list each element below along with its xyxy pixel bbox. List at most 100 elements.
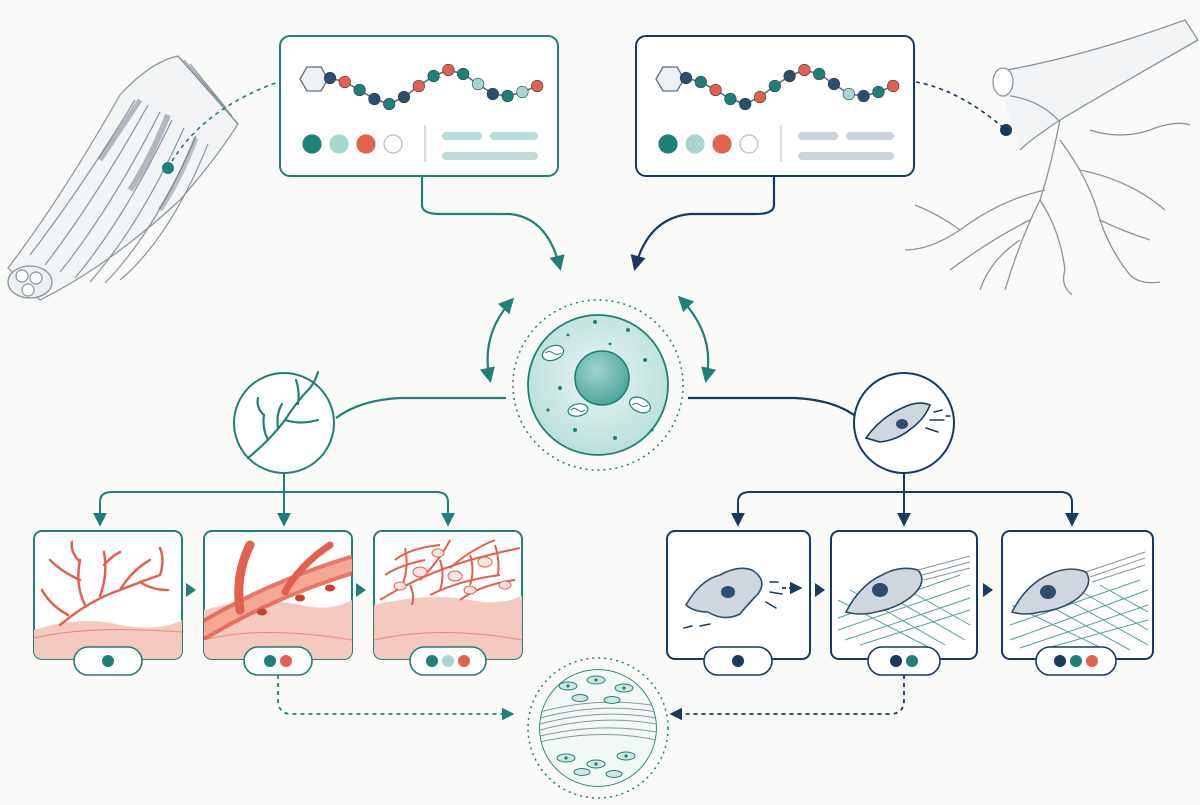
right-panel-to-cell-arrow [630,176,776,271]
peptide-bead [739,97,752,111]
peptide-bead-chain [323,63,544,111]
peptide-bead [842,87,855,101]
peptide-panel-right [635,35,915,177]
badge-dot [732,655,744,667]
fibroblast-to-tissue-dashed-arrow [669,675,905,721]
legend-dot [739,134,759,154]
peptide-backbone [327,69,538,105]
legend-dot [712,134,732,154]
left-panel-to-cell-arrow [420,176,565,271]
stage-box-dense-capillary-network [373,530,523,660]
vessel-hub-branch-lines [99,491,449,514]
text-bar [442,132,482,140]
text-bar [442,152,538,160]
tissue-cross-section-icon [527,657,669,799]
badge-dot [1070,655,1082,667]
peptide-bead [486,87,499,101]
badge-vessel-with-cells [243,646,313,676]
badge-sparse-vessels [73,646,143,676]
peptide-backbone [683,69,894,105]
peptide-bead [323,71,337,85]
text-bar [798,152,894,160]
cell-to-fibroblast-hub-line [688,396,859,419]
peptide-bead [412,79,425,93]
peptide-bead [353,83,366,97]
stage-box-vessel-with-cells [203,530,353,660]
badge-dot [102,655,114,667]
peptide-bead [427,69,440,83]
badge-dot [442,655,454,667]
peptide-bead [857,89,870,103]
legend-dot [329,134,349,154]
muscle-fiber-bundle-icon [7,55,239,301]
legend-dot [658,134,678,154]
text-bar [490,132,538,140]
badge-cell-depositing-fibers [867,646,941,676]
peptide-bead-chain [679,63,900,111]
stage-arrow-l1-l2 [186,583,196,597]
stage-box-sparse-vessels [33,530,183,660]
badge-dot [906,655,918,667]
legend-dot [685,134,705,154]
peptide-bead [783,69,796,83]
badge-dot [426,655,438,667]
peptide-bead [457,67,470,81]
peptide-bead [501,89,514,103]
peptide-bead [709,83,722,97]
badge-dot [280,655,292,667]
stage-arrow-r1-r2 [815,583,825,597]
vascular-to-tissue-dashed-arrow [277,675,515,721]
badge-dot [458,655,470,667]
peptide-bead [531,79,544,93]
stage-box-cell-on-fiber-matrix [1001,530,1154,660]
legend-dot [302,134,322,154]
placeholder-text-bars [442,132,538,160]
cell-to-vessel-hub-line [335,396,506,419]
branching-nerve-icon [904,19,1199,296]
peptide-bead [724,92,737,106]
badge-migrating-cell [703,646,773,676]
legend-dots [302,134,403,154]
peptide-bead [383,97,396,111]
stage-box-cell-depositing-fibers [830,530,978,660]
stage-arrow-r2-r3 [983,583,993,597]
peptide-bead [827,77,841,91]
peptide-bead [442,63,455,77]
peptide-bead [368,92,381,106]
peptide-panel-left [279,35,559,177]
text-bar [846,132,894,140]
hexagon-head-icon [299,66,329,92]
legend-dot [383,134,403,154]
stage-box-migrating-cell [666,530,811,660]
peptide-bead [338,75,351,89]
peptide-bead [768,79,781,93]
peptide-bead [694,75,707,89]
peptide-bead [813,67,826,81]
blood-vessel-branch-icon [233,370,335,474]
peptide-bead [872,85,885,99]
peptide-bead [753,90,767,104]
peptide-bead [397,90,411,104]
right-cycle-arrow [677,295,717,384]
left-cycle-arrow [479,297,515,384]
peptide-bead [516,85,529,99]
badge-dot [264,655,276,667]
peptide-bead [798,63,811,77]
badge-cell-on-fiber-matrix [1035,646,1117,676]
legend-dot [356,134,376,154]
badge-dot [1054,655,1066,667]
muscle-to-panel-connector [167,81,279,169]
badge-dot [890,655,902,667]
badge-dot [1086,655,1098,667]
nerve-to-panel-connector [915,81,1007,131]
text-bar [798,132,838,140]
peptide-bead [471,77,485,91]
peptide-bead [887,79,900,93]
fibroblast-icon [853,372,955,474]
hexagon-head-icon [655,66,685,92]
stage-arrow-l2-l3 [356,583,366,597]
peptide-bead [679,71,693,85]
legend-dots [658,134,759,154]
